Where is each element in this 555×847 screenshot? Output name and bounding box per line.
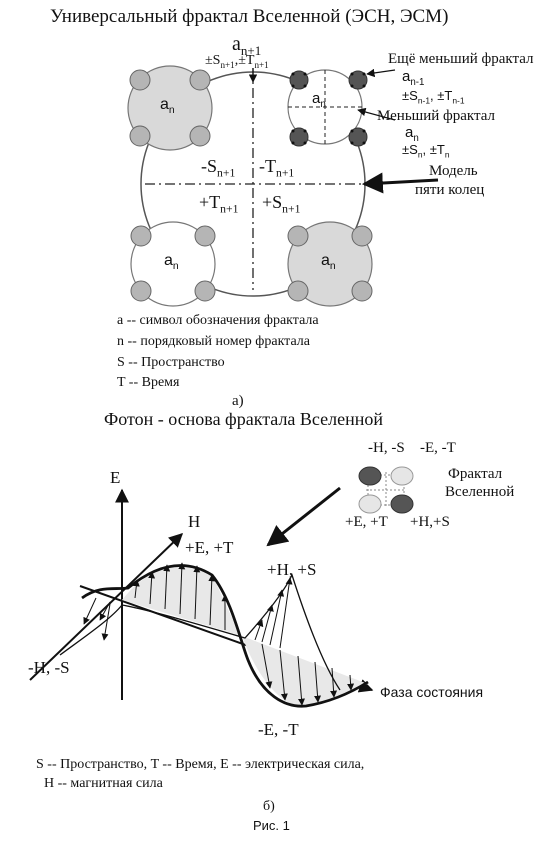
annotation-smaller-st: ±Sn, ±Tn xyxy=(402,142,450,160)
corner-top-right-label: an xyxy=(312,90,326,110)
quadrant-bottom-left-label: +Tn+1 xyxy=(199,192,239,216)
corner-fractal-bottom-right xyxy=(287,221,373,307)
label-plus-e-plus-t: +E, +T xyxy=(185,538,234,557)
arrow-smaller-yet-fractal xyxy=(366,68,396,78)
quadrant-bottom-right-label: +Sn+1 xyxy=(262,192,301,216)
part-b-legend-line-1: S -- Пространство, T -- Время, E -- элек… xyxy=(36,757,365,772)
electric-wave xyxy=(81,564,369,708)
corner-top-left-label: an xyxy=(160,96,175,117)
corner-bottom-right-label: an xyxy=(321,252,336,273)
top-label-a: an+1 xyxy=(232,33,262,58)
label-plus-h-plus-s: +H, +S xyxy=(267,560,317,579)
fractal-label-line-2: Вселенной xyxy=(445,484,515,500)
annotation-smaller-a: an xyxy=(405,124,419,144)
annotation-smaller-yet-st: ±Sn-1, ±Tn-1 xyxy=(402,88,465,106)
corner-fractal-top-right xyxy=(287,69,368,147)
part-b-legend-line-2: H -- магнитная сила xyxy=(44,776,163,791)
fractal-label-line-1: Фрактал xyxy=(448,466,503,482)
arrow-fractal-to-photon xyxy=(266,486,341,547)
annotation-model-line-1: Модель xyxy=(429,163,478,179)
wave-upper-shade xyxy=(122,567,242,636)
legend-item: S -- Пространство xyxy=(117,355,225,370)
quadrant-top-left-label: -Sn+1 xyxy=(201,156,236,180)
fractal-quad-top-left: -H, -S xyxy=(368,440,405,456)
corner-bottom-left-label: an xyxy=(164,252,179,273)
quadrant-top-right-label: -Tn+1 xyxy=(259,156,295,180)
part-b-caption: б) xyxy=(263,799,275,814)
annotation-smaller-yet-a: an-1 xyxy=(402,68,425,88)
fractal-quad-bottom-left: +E, +T xyxy=(345,514,388,530)
fractal-quad-top-right: -E, -T xyxy=(420,440,456,456)
part-b-title: Фотон - основа фрактала Вселенной xyxy=(104,409,383,429)
part-a-caption: а) xyxy=(232,393,244,409)
label-minus-h-minus-s: -H, -S xyxy=(28,658,70,677)
corner-fractal-bottom-left xyxy=(130,221,216,307)
photon-fractal-icon xyxy=(358,466,414,514)
e-axis-label: E xyxy=(110,468,121,487)
legend-item: T -- Время xyxy=(117,375,180,390)
part-a-title: Универсальный фрактал Вселенной (ЭСН, ЭС… xyxy=(50,6,449,27)
legend-item: n -- порядковый номер фрактала xyxy=(117,334,311,349)
annotation-model-line-2: пяти колец xyxy=(415,182,485,198)
field-vector-arrows xyxy=(83,562,355,706)
magnetic-wave xyxy=(59,573,341,691)
figure-caption: Рис. 1 xyxy=(253,818,290,833)
top-label-st: ±Sn+1,±Tn+1 xyxy=(205,53,269,70)
annotation-smaller-yet-fractal: Ещё меньший фрактал xyxy=(388,51,534,67)
legend-item: a -- символ обозначения фрактала xyxy=(117,313,319,328)
phase-axis-label: Фаза состояния xyxy=(380,684,484,700)
arrow-smaller-fractal xyxy=(357,107,396,121)
label-minus-e-minus-t: -E, -T xyxy=(258,720,299,739)
corner-fractal-top-left xyxy=(127,65,213,151)
h-axis xyxy=(29,533,184,681)
h-axis-label: H xyxy=(188,512,201,531)
wave-lower-shade xyxy=(242,636,368,707)
annotation-smaller-fractal: Меньший фрактал xyxy=(377,108,496,124)
fractal-quad-bottom-right: +H,+S xyxy=(410,514,450,530)
arrow-five-rings-model xyxy=(361,172,439,194)
